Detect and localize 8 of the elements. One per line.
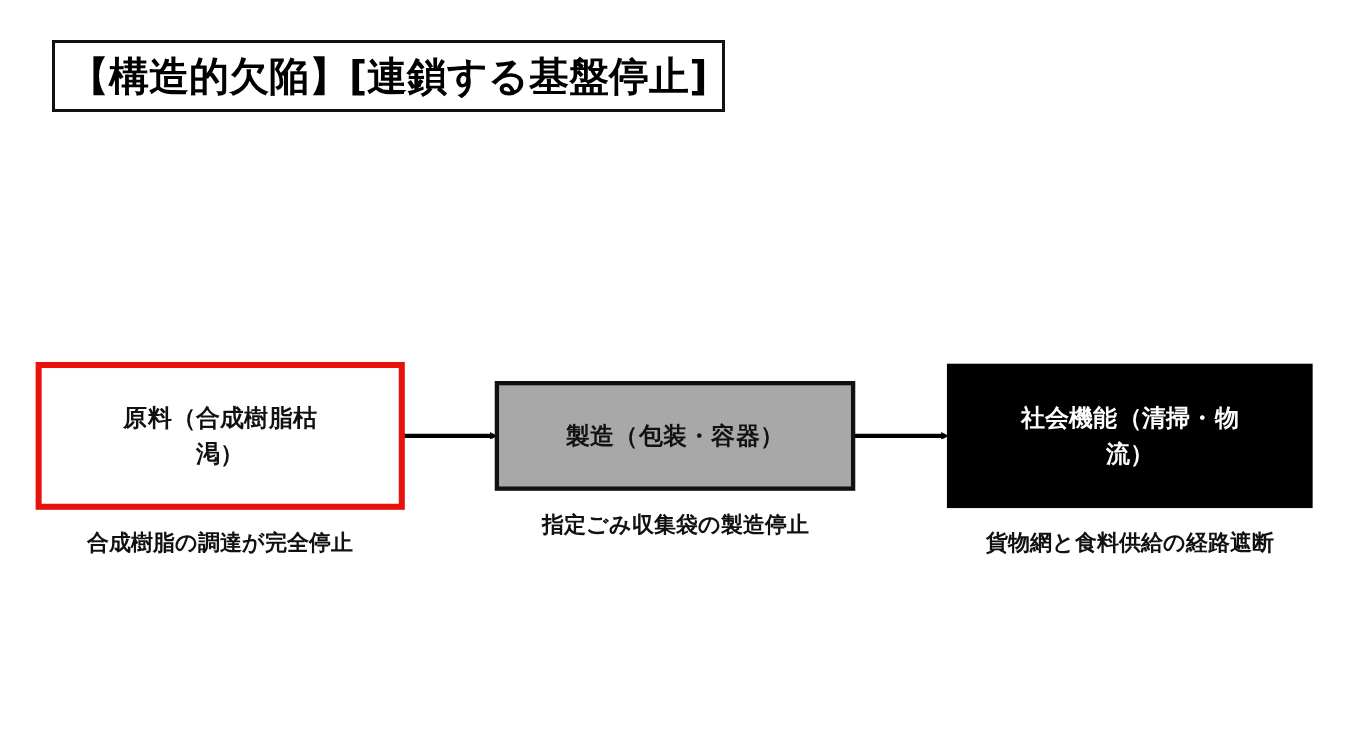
node-box: 原料（合成樹脂枯渇） bbox=[35, 361, 405, 510]
node-box: 社会機能（清掃・物流） bbox=[946, 363, 1313, 509]
title: 【構造的欠陥】[連鎖する基盤停止] bbox=[52, 40, 725, 112]
node-caption: 貨物網と食料供給の経路遮断 bbox=[985, 529, 1274, 555]
node-box: 製造（包装・容器） bbox=[494, 381, 856, 491]
node-caption: 合成樹脂の調達が完全停止 bbox=[87, 529, 354, 555]
node-caption: 指定ごみ収集袋の製造停止 bbox=[541, 510, 809, 537]
arrow bbox=[853, 432, 949, 440]
